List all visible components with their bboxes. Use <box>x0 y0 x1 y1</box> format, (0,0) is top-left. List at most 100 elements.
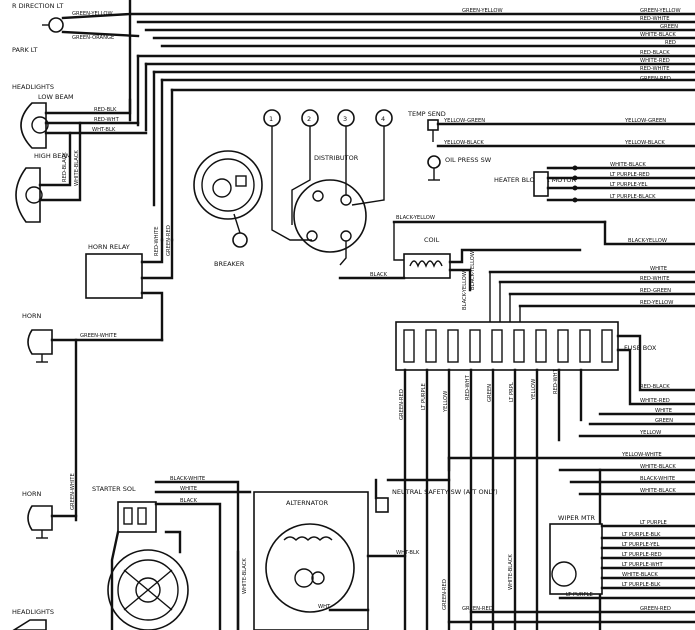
wire-label: GREEN-RED <box>640 606 671 612</box>
low-beam-label: LOW BEAM <box>38 93 74 101</box>
wire-label: YELLOW <box>639 430 661 436</box>
oil-press-label: OIL PRESS SW <box>445 156 492 164</box>
temp-send-label: TEMP SEND <box>407 110 446 118</box>
wire-label: LT PURPLE-YEL <box>622 542 660 548</box>
wire-label: RED-BLK <box>94 107 117 113</box>
wire-label: YELLOW <box>531 379 537 401</box>
wire-label: RED-WHT <box>465 374 471 400</box>
distributor-terminal-label: 4 <box>381 115 385 123</box>
distributor-terminal-label: 2 <box>307 115 311 123</box>
wire-label: LT PURPLE-WHT <box>622 562 664 568</box>
wire-label: GREEN-RED <box>462 606 493 612</box>
park-lt-label: PARK LT <box>12 46 38 54</box>
horn-top: HORN GREEN-WHITE GREEN-WHITE <box>22 312 164 522</box>
starter-sol-label: STARTER SOL <box>92 485 136 493</box>
wire-label: WHITE-BLACK <box>74 150 80 186</box>
wire-label: RED-WHITE <box>154 226 160 256</box>
headlights-bottom-label: HEADLIGHTS <box>12 608 54 616</box>
wire-label: GREEN-WHITE <box>70 473 76 510</box>
wire-label: RED-BLACK <box>62 152 68 182</box>
distributor: 1 2 3 4 DISTRIBUTOR <box>263 109 393 266</box>
wire-label: YELLOW-BLACK <box>624 140 665 146</box>
wire-label: GREEN-ORANGE <box>72 35 114 41</box>
wire-label: YELLOW-GREEN <box>624 118 666 124</box>
wire-label: LT PURPLE-BLK <box>622 582 661 588</box>
wire-label: LT PURPLE <box>566 592 593 598</box>
wire-label: LT PURPLE-BLK <box>622 532 661 538</box>
distributor-terminal-label: 3 <box>343 115 347 123</box>
wire-label: WHITE <box>650 266 667 272</box>
horn-relay: HORN RELAY RED-WHITE GREEN-RED <box>85 225 174 342</box>
wire-label: YELLOW-WHITE <box>621 452 662 458</box>
wire-label: GREEN-YELLOW <box>640 8 681 14</box>
wire-label: WHITE <box>180 486 197 492</box>
wire-label: RED <box>665 40 676 46</box>
wire-label: RED-WHT <box>94 117 120 123</box>
wire-label: BLACK-WHITE <box>640 476 675 482</box>
wire-label: BLACK <box>370 272 388 278</box>
horn-bottom-label: HORN <box>22 490 42 498</box>
distributor-terminal-label: 1 <box>269 115 273 123</box>
distributor-label: DISTRIBUTOR <box>314 154 359 162</box>
neutral-safety-label: NEUTRAL SAFETY SW (A/T ONLY) <box>392 488 498 496</box>
wire-label: BLACK <box>180 498 198 504</box>
breaker-label: BREAKER <box>214 260 245 268</box>
wire-label: RED-BLACK <box>640 384 670 390</box>
wiper-motor: WIPER MTR LT PURPLE LT PURPLE-BLK LT PUR… <box>447 514 695 624</box>
wire-label: GREEN <box>660 24 678 30</box>
temp-send: TEMP SEND YELLOW-GREEN YELLOW-BLACK YELL… <box>407 110 695 181</box>
wire-label: LT PURPLE-RED <box>610 172 650 178</box>
wire-label: GREEN-YELLOW <box>462 8 503 14</box>
wire-label: GREEN-RED <box>399 389 405 420</box>
wire-label: GREEN-RED <box>640 76 671 82</box>
horn-top-label: HORN <box>22 312 42 320</box>
wire-label: RED-GREEN <box>640 288 671 294</box>
lower-right-wires: YELLOW-WHITE WHITE-BLACK BLACK-WHITE WHI… <box>447 452 695 630</box>
r-direction-lt-label: R DIRECTION LT <box>12 2 63 10</box>
coil: BLACK-YELLOW BLACK-YELLOW COIL BLACK BLA… <box>338 215 695 310</box>
wire-label: BLACK-YELLOW <box>628 238 667 244</box>
wire-label: WHITE-RED <box>640 58 670 64</box>
high-beam-label: HIGH BEAM <box>34 152 71 160</box>
wire-label: LT PURPLE <box>421 383 427 410</box>
wire-label: GREEN <box>655 418 673 424</box>
wiper-mtr-label: WIPER MTR <box>558 514 596 522</box>
neutral-safety-sw: NEUTRAL SAFETY SW (A/T ONLY) GREEN-RED W… <box>374 456 514 630</box>
horn-bottom: HORN <box>22 490 78 539</box>
wire-label: YELLOW <box>443 391 449 413</box>
wire-label: GREEN-WHITE <box>80 333 117 339</box>
wire-label: RED-WHT <box>553 368 559 394</box>
wire-label: WHT-BLK <box>396 550 420 556</box>
wire-label: GREEN-RED <box>166 225 172 256</box>
fuse-box: WHITE RED-WHITE RED-GREEN RED-YELLOW FUS… <box>395 266 695 630</box>
wire-label: BLACK-WHITE <box>170 476 205 482</box>
wire-label: WHITE-BLACK <box>622 572 658 578</box>
wire-label: WHITE-BLACK <box>610 162 646 168</box>
breaker: BREAKER <box>193 150 263 268</box>
coil-label: COIL <box>424 236 440 244</box>
wire-label: BLACK-YELLOW <box>396 215 435 221</box>
fuse-row <box>403 329 613 363</box>
wire-label: LT PRPL <box>509 382 515 402</box>
wire-label: WHITE <box>655 408 672 414</box>
wire-label: YELLOW-GREEN <box>443 118 485 124</box>
wire-label: WHITE-RED <box>640 398 670 404</box>
headlights-top: HEADLIGHTS LOW BEAM HIGH BEAM RED-BLK RE… <box>12 83 148 223</box>
wire-label: GREEN-YELLOW <box>72 11 113 17</box>
wire-label: GREEN <box>487 384 493 402</box>
wire-label: WHITE-BLACK <box>640 464 676 470</box>
direction-light: R DIRECTION LT GREEN-YELLOW GREEN-ORANGE… <box>12 2 140 54</box>
wire-label: WHT-BLK <box>92 127 116 133</box>
wire-label: RED-BLACK <box>640 50 670 56</box>
alternator-label: ALTERNATOR <box>286 499 329 507</box>
wire-label: WHT <box>318 604 331 610</box>
wire-label: LT PURPLE-RED <box>622 552 662 558</box>
headlights-bottom: HEADLIGHTS <box>12 608 54 630</box>
wire-label: YELLOW-BLACK <box>443 140 484 146</box>
heater-blower-motor: HEATER BLOWER MOTOR WHITE-BLACK LT PURPL… <box>494 162 695 203</box>
headlights-top-label: HEADLIGHTS <box>12 83 54 91</box>
wire-label: LT PURPLE-BLACK <box>610 194 656 200</box>
wire-label: LT PURPLE <box>640 520 667 526</box>
alternator: ALTERNATOR WHITE-BLACK WHT-BLK WHT <box>236 491 420 630</box>
